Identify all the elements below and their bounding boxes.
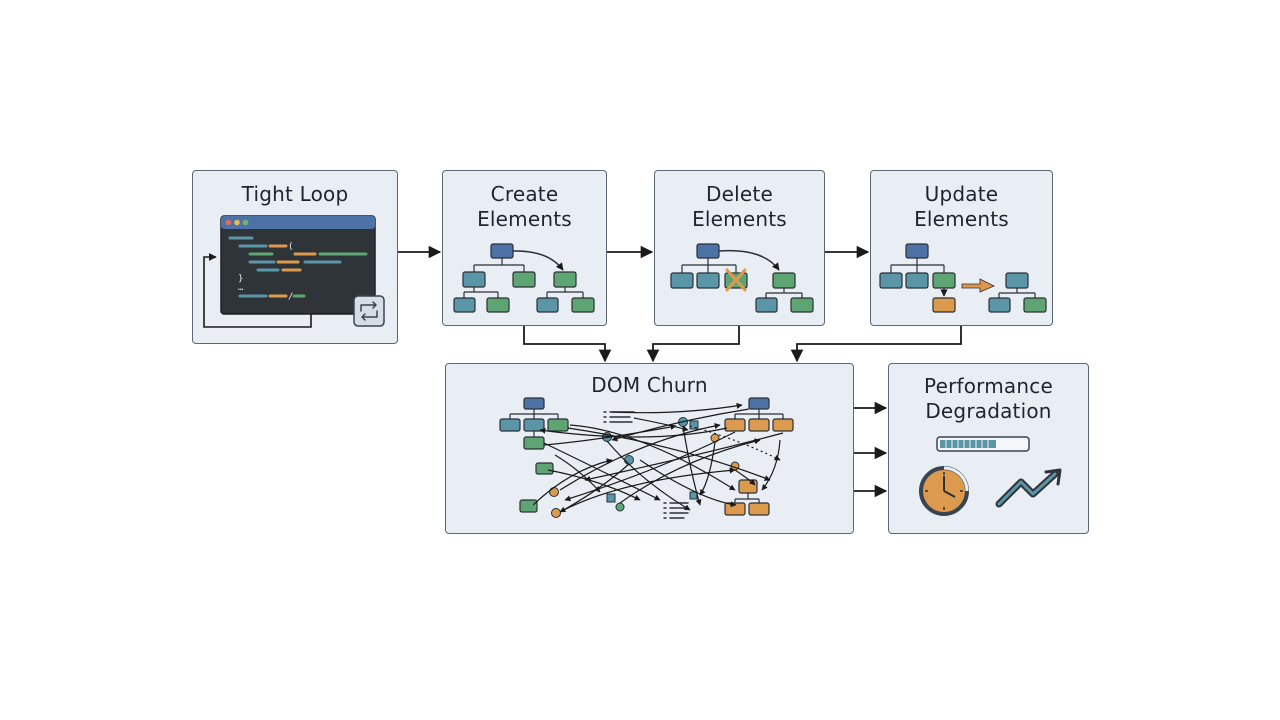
loop-back-arrow (203, 253, 312, 328)
delete-tree-diagram (670, 243, 814, 313)
stopwatch-icon (919, 466, 969, 516)
create-tree-diagram (453, 243, 595, 313)
create-title-line1: Create (490, 182, 559, 206)
svg-text:/: / (288, 292, 293, 302)
delete-elements-title: Delete Elements (655, 182, 824, 232)
flow-connectors (398, 245, 962, 498)
svg-text:(: ( (288, 242, 293, 252)
svg-text:}: } (238, 274, 243, 284)
dom-churn-tangle (499, 397, 794, 519)
dom-churn-title: DOM Churn (591, 373, 708, 397)
update-title-line1: Update (924, 182, 999, 206)
update-title-line2: Elements (914, 207, 1009, 231)
update-elements-box: Update Elements (870, 170, 1053, 326)
tight-loop-title: Tight Loop (241, 182, 349, 206)
performance-degradation-title: Performance Degradation (889, 374, 1088, 424)
progress-bar-icon (936, 436, 1030, 452)
create-elements-title: Create Elements (443, 182, 606, 232)
update-elements-title: Update Elements (871, 182, 1052, 232)
delete-title-line1: Delete (706, 182, 773, 206)
performance-title-line2: Degradation (925, 399, 1052, 423)
update-arrow-icon (961, 278, 995, 293)
x-mark-icon (725, 268, 747, 292)
create-title-line2: Elements (477, 207, 572, 231)
code-window-icon: ( } … / (220, 215, 376, 315)
dom-churn-box: DOM Churn (445, 363, 854, 534)
rising-trend-icon (995, 468, 1062, 508)
performance-title-line1: Performance (924, 374, 1053, 398)
repeat-icon (353, 295, 385, 327)
delete-title-line2: Elements (692, 207, 787, 231)
svg-text:…: … (238, 283, 244, 293)
update-tree-diagram (879, 243, 1047, 313)
